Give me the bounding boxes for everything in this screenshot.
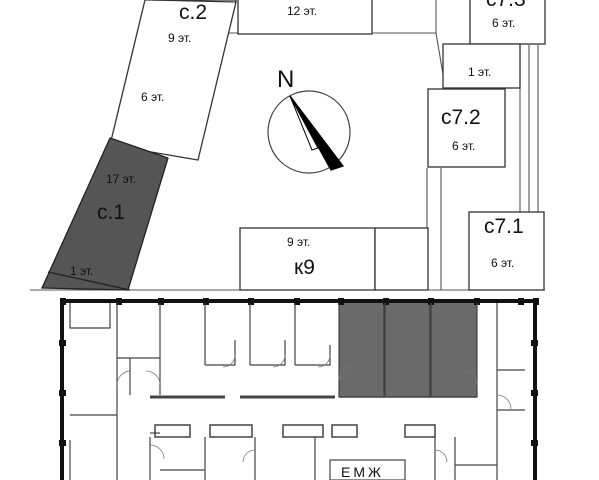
stair-label: ЕМЖ xyxy=(341,464,384,480)
floor-plan: ЕМЖ xyxy=(59,298,539,480)
unit-highlight-1 xyxy=(338,299,385,398)
compass-label: N xyxy=(277,66,294,93)
highlighted-units xyxy=(338,299,478,398)
site-plan-labels: с.2 9 эт. 6 эт. 17 эт. с.1 1 эт. 12 эт. … xyxy=(70,0,526,279)
c71-name: с7.1 xyxy=(484,215,524,238)
c73-name: с7.3 xyxy=(486,0,526,11)
top-floors: 12 эт. xyxy=(287,4,317,18)
c71-floors: 6 эт. xyxy=(491,256,514,270)
building-k9 xyxy=(239,227,376,291)
unit-highlight-2 xyxy=(384,299,431,398)
building-link xyxy=(442,43,521,89)
c1-name: с.1 xyxy=(97,201,125,224)
window-ticks xyxy=(59,298,539,446)
site-plan: N xyxy=(30,0,546,291)
c72-name: с7.2 xyxy=(441,106,481,129)
c72-floors: 6 эт. xyxy=(452,139,475,153)
unit-highlight-3 xyxy=(430,299,478,398)
building-c7-1 xyxy=(468,211,545,291)
c1-floors-upper: 17 эт. xyxy=(106,172,136,186)
c73-floors: 6 эт. xyxy=(492,16,515,30)
stair-core: ЕМЖ xyxy=(329,459,406,480)
c2-floors-lower: 6 эт. xyxy=(141,90,164,104)
building-c2 xyxy=(109,0,237,161)
k9-name: к9 xyxy=(294,256,315,279)
k9-floors: 9 эт. xyxy=(287,235,310,249)
door-swings xyxy=(116,354,512,463)
c1-floors-lower: 1 эт. xyxy=(70,264,93,278)
building-top xyxy=(237,0,373,35)
c2-name: с.2 xyxy=(179,1,207,24)
building-c7-3 xyxy=(469,0,546,45)
compass: N xyxy=(267,66,351,174)
interior-walls xyxy=(69,303,525,480)
building-c7-2 xyxy=(427,88,506,168)
compass-needle-icon xyxy=(289,95,345,171)
c2-floors-upper: 9 эт. xyxy=(168,31,191,45)
link-floors: 1 эт. xyxy=(468,65,491,79)
